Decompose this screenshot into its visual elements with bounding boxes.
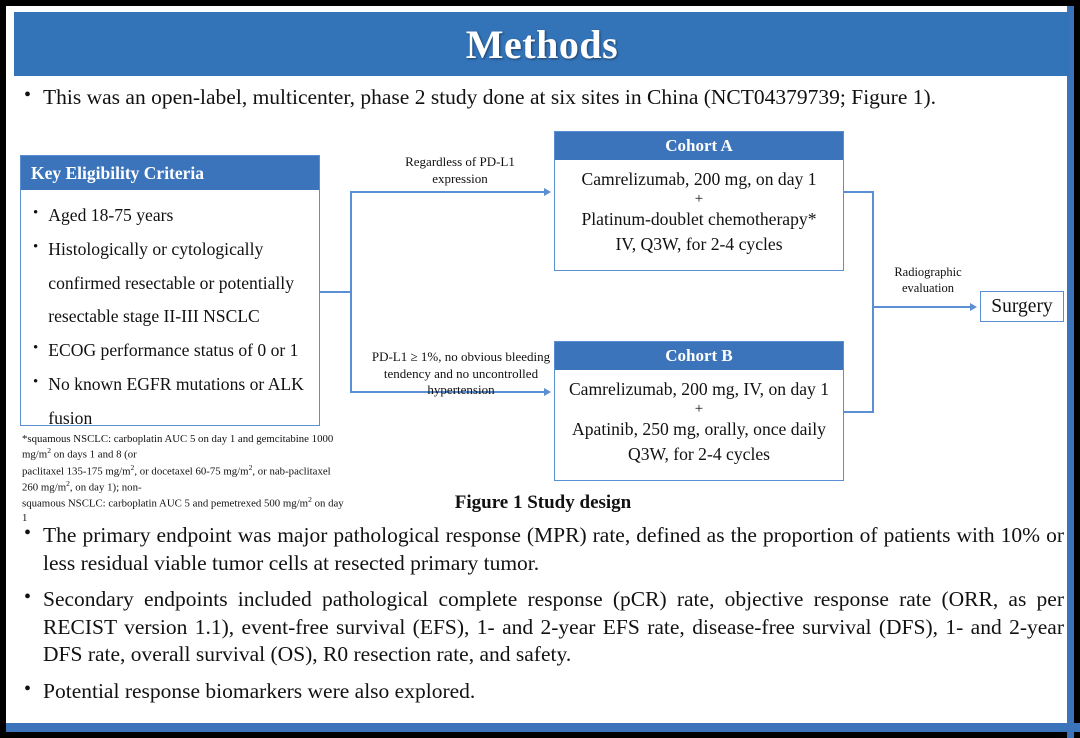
cohort-a-line-2: Platinum-doublet chemotherapy* xyxy=(581,208,817,229)
footnote-line: paclitaxel 135-175 mg/m2, or docetaxel 6… xyxy=(22,462,331,494)
connector-to-cohort-a xyxy=(350,191,546,193)
arrow-head-cohort-b-icon xyxy=(544,387,551,396)
surgery-label: Surgery xyxy=(991,295,1053,317)
cohort-b-header: Cohort B xyxy=(555,342,843,370)
connector-from-cohort-a xyxy=(844,191,874,193)
intro-bullet-text: This was an open-label, multicenter, pha… xyxy=(43,85,937,109)
figure-caption: Figure 1 Study design xyxy=(454,492,632,513)
arrow-head-surgery-icon xyxy=(970,302,977,311)
bullet-text-primary-endpoint: The primary endpoint was major pathologi… xyxy=(43,523,1064,575)
list-item: • The primary endpoint was major patholo… xyxy=(24,522,1064,577)
bullet-glyph-icon: • xyxy=(33,205,39,221)
chemotherapy-footnote: *squamous NSCLC: carboplatin AUC 5 on da… xyxy=(22,432,348,525)
eligibility-item-text: No known EGFR mutations or ALK fusion xyxy=(48,373,304,428)
list-item: • ECOG performance status of 0 or 1 xyxy=(33,334,311,368)
list-item: • Potential response biomarkers were als… xyxy=(24,678,1064,706)
eligibility-item-text: Histologically or cytologically confirme… xyxy=(48,238,294,327)
list-item: • No known EGFR mutations or ALK fusion xyxy=(33,368,311,436)
cohort-a-body: Camrelizumab, 200 mg, on day 1 + Platinu… xyxy=(555,160,843,257)
connector-vertical-split xyxy=(350,191,352,393)
list-item: • Histologically or cytologically confir… xyxy=(33,233,311,334)
eligibility-list: • Aged 18-75 years • Histologically or c… xyxy=(21,190,319,435)
page-title: Methods xyxy=(465,21,619,67)
cohort-a-box: Cohort A Camrelizumab, 200 mg, on day 1 … xyxy=(554,131,844,271)
bullet-glyph-icon: • xyxy=(33,340,39,357)
connector-stem xyxy=(320,291,352,293)
methods-bullet-list: • The primary endpoint was major patholo… xyxy=(24,522,1064,714)
list-item: • Secondary endpoints included pathologi… xyxy=(24,586,1064,669)
bullet-text-biomarkers: Potential response biomarkers were also … xyxy=(43,678,476,703)
cohort-b-line-2: Apatinib, 250 mg, orally, once daily xyxy=(572,418,826,439)
footnote-line: squamous NSCLC: carboplatin AUC 5 and pe… xyxy=(22,494,344,524)
cohort-a-line-3: IV, Q3W, for 2-4 cycles xyxy=(615,233,783,254)
connector-to-surgery xyxy=(872,306,972,308)
cohort-b-line-1: Camrelizumab, 200 mg, IV, on day 1 xyxy=(568,379,830,399)
cohort-b-body: Camrelizumab, 200 mg, IV, on day 1 + Apa… xyxy=(555,370,843,467)
slide-right-accent-bar xyxy=(1067,6,1074,738)
cohort-a-connector-label: Regardless of PD-L1 expression xyxy=(405,154,515,186)
bullet-glyph-icon: • xyxy=(24,522,32,544)
bullet-glyph-icon: • xyxy=(24,586,32,609)
cohort-a-plus: + xyxy=(694,190,704,207)
list-item: • Aged 18-75 years xyxy=(33,199,311,233)
connector-from-cohort-b xyxy=(844,411,874,413)
eligibility-item-text: Aged 18-75 years xyxy=(48,205,174,225)
cohort-a-line-1: Camrelizumab, 200 mg, on day 1 xyxy=(581,169,817,189)
cohort-a-header: Cohort A xyxy=(555,132,843,160)
bullet-glyph-icon: • xyxy=(33,238,39,255)
connector-merge-vertical xyxy=(872,191,874,413)
study-design-figure: Key Eligibility Criteria • Aged 18-75 ye… xyxy=(6,124,1080,524)
bullet-glyph-icon: • xyxy=(24,84,32,106)
cohort-b-connector-label: PD-L1 ≥ 1%, no obvious bleeding tendency… xyxy=(371,349,551,398)
slide-title-bar: Methods xyxy=(14,12,1070,76)
bullet-glyph-icon: • xyxy=(33,373,39,390)
radiographic-evaluation-label: Radiographic evaluation xyxy=(894,265,962,295)
bullet-text-secondary-endpoints: Secondary endpoints included pathologica… xyxy=(43,587,1064,667)
intro-bullet: • This was an open-label, multicenter, p… xyxy=(24,84,1064,111)
cohort-b-box: Cohort B Camrelizumab, 200 mg, IV, on da… xyxy=(554,341,844,481)
eligibility-criteria-box: Key Eligibility Criteria • Aged 18-75 ye… xyxy=(20,155,320,428)
connector-to-cohort-b xyxy=(350,391,546,393)
cohort-b-plus: + xyxy=(694,400,704,417)
bullet-glyph-icon: • xyxy=(24,677,32,700)
cohort-b-line-3: Q3W, for 2-4 cycles xyxy=(627,443,770,464)
slide-bottom-accent-bar xyxy=(6,723,1080,732)
eligibility-header: Key Eligibility Criteria xyxy=(21,156,319,190)
surgery-box: Surgery xyxy=(980,291,1064,322)
arrow-head-cohort-a-icon xyxy=(544,187,551,196)
footnote-line: *squamous NSCLC: carboplatin AUC 5 on da… xyxy=(22,433,334,462)
eligibility-item-text: ECOG performance status of 0 or 1 xyxy=(48,340,299,361)
